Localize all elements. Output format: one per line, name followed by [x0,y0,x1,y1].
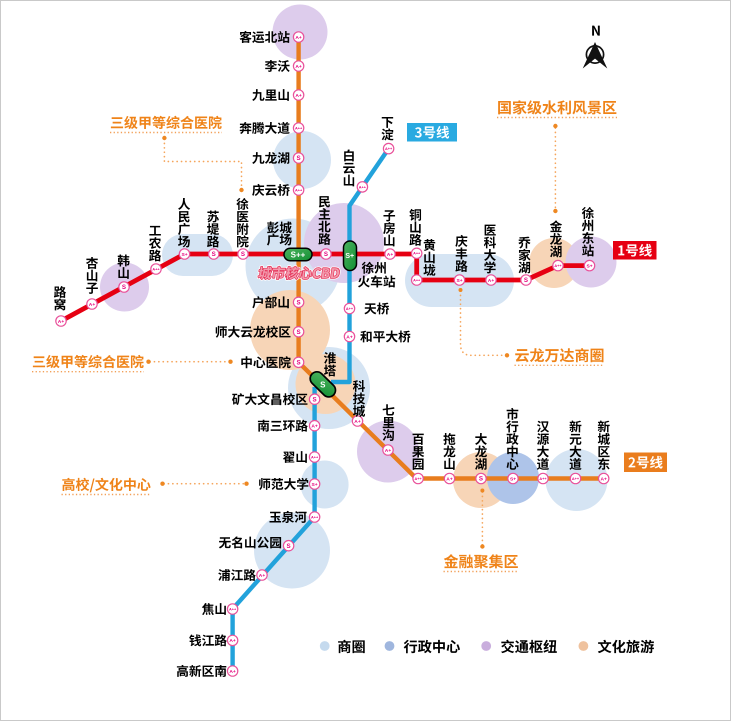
svg-text:S: S [297,300,301,307]
svg-text:S+: S+ [181,252,187,258]
svg-text:A++: A++ [346,307,354,311]
svg-text:A+: A+ [295,35,302,41]
svg-text:A++: A++ [295,188,303,192]
svg-text:A+: A+ [311,424,318,430]
svg-text:A++: A++ [152,267,160,271]
svg-text:S++: S++ [291,251,306,260]
svg-text:A++: A++ [413,278,421,282]
svg-text:A++: A++ [415,477,423,481]
svg-text:S+: S+ [345,253,354,260]
svg-text:A++: A++ [295,126,303,130]
svg-text:A+: A+ [601,476,608,482]
svg-text:A++: A++ [311,515,319,519]
svg-text:S: S [524,277,528,284]
svg-text:A+: A+ [346,334,353,340]
svg-text:A++: A++ [413,252,421,256]
svg-text:A+: A+ [229,669,236,675]
svg-text:A+: A+ [229,638,236,644]
svg-text:S: S [297,155,301,162]
svg-text:A++: A++ [385,147,393,151]
svg-text:S+: S+ [456,278,462,284]
svg-text:S: S [313,396,317,403]
svg-text:S: S [297,329,301,336]
svg-text:S: S [212,251,216,258]
svg-text:S+: S+ [586,263,592,269]
svg-text:S+: S+ [510,476,516,482]
svg-text:S: S [324,251,328,258]
svg-text:S: S [320,381,326,390]
svg-text:A+: A+ [58,319,65,325]
svg-text:A++: A++ [311,455,319,459]
svg-text:A++: A++ [229,607,237,611]
svg-text:S: S [297,360,301,367]
svg-text:A++: A++ [572,477,580,481]
svg-text:A+: A+ [488,278,495,284]
svg-text:A+: A+ [89,302,96,308]
svg-text:A+: A+ [354,419,361,425]
svg-text:S: S [479,476,483,483]
svg-text:A+: A+ [387,252,394,258]
svg-text:A+: A+ [446,476,453,482]
svg-text:S: S [122,284,126,291]
svg-text:A+: A+ [385,448,392,454]
svg-text:S: S [241,251,245,258]
svg-text:S: S [287,543,291,550]
svg-text:A+: A+ [259,573,266,579]
svg-text:A++: A++ [359,185,367,189]
svg-text:A++: A++ [554,264,562,268]
svg-text:S+: S+ [312,482,318,488]
svg-text:A+: A+ [295,64,302,70]
svg-text:A+: A+ [295,93,302,99]
svg-text:A++: A++ [539,477,547,481]
